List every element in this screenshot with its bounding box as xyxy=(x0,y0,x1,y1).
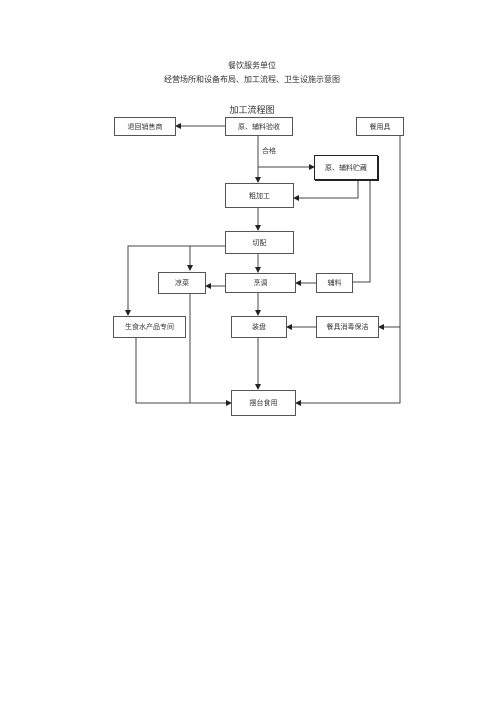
node-rough-processing: 粗加工 xyxy=(225,183,294,208)
node-serving: 摆台食用 xyxy=(231,390,296,416)
edge-tableware-to-serving xyxy=(295,327,401,406)
edge-storage-to-rough xyxy=(293,180,359,201)
node-tableware-disinfection: 餐具消毒保洁 xyxy=(316,316,379,338)
node-auxiliary: 辅料 xyxy=(316,273,353,293)
node-return-vendor: 退回销售商 xyxy=(114,117,176,136)
node-tableware: 餐用具 xyxy=(356,117,404,136)
node-cold-dish: 凉菜 xyxy=(158,272,206,294)
node-raw-seafood-room: 生食水产品专间 xyxy=(113,316,186,338)
page-subtitle: 经营场所和设备布局、加工流程、卫生设施示意图 xyxy=(164,75,340,84)
label-qualified: 合格 xyxy=(262,147,276,155)
node-plating: 装盘 xyxy=(231,316,287,338)
node-cutting: 切配 xyxy=(225,231,294,254)
diagram-title: 加工流程图 xyxy=(229,106,275,116)
edge-storage-to-aux xyxy=(353,180,371,283)
edge-tableware-to-disinfection xyxy=(378,136,401,330)
node-raw-storage: 原、辅料贮藏 xyxy=(314,155,378,180)
edge-seafood-to-serving xyxy=(135,338,232,406)
edge-cutting-to-cold xyxy=(187,245,225,271)
edge-cutting-to-seafood xyxy=(125,245,225,316)
page-title: 餐饮服务单位 xyxy=(228,61,276,70)
node-cooking: 烹调 xyxy=(225,273,296,293)
node-raw-inspection: 原、辅料验收 xyxy=(225,117,293,136)
